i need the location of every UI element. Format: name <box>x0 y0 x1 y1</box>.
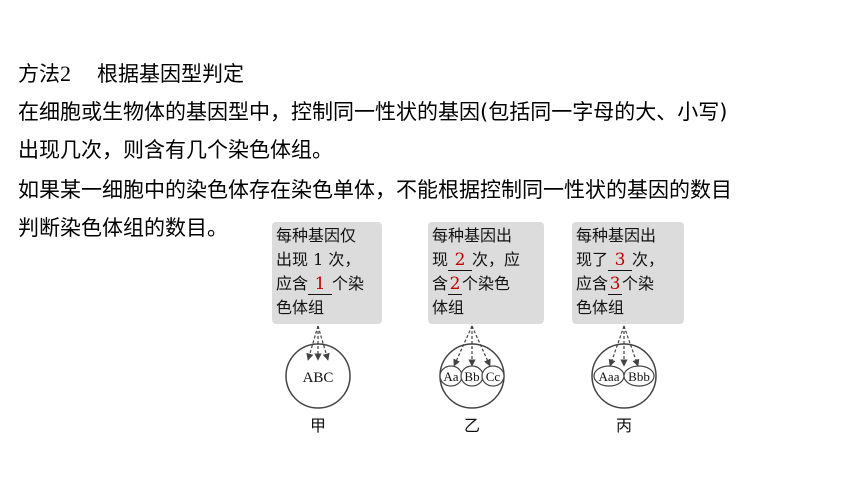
bing-cell: Aaa Bbb <box>591 325 657 409</box>
bing-caption: 丙 <box>615 416 632 435</box>
jia-cell-label: ABC <box>303 370 334 386</box>
jia-caption: 甲 <box>309 416 326 435</box>
bing-chromosome-bbb: Bbb <box>628 369 650 384</box>
bing-times-blank: 3 <box>608 250 633 271</box>
yi-chromosome-bb: Bb <box>464 369 479 384</box>
bing-box-line1: 每种基因出 <box>576 226 657 245</box>
yi-box-line4: 体组 <box>432 298 465 317</box>
jia-answer-blank: 1 <box>308 274 333 295</box>
yi-box-line3: 含2个染色 <box>432 274 511 295</box>
yi-cell: Aa Bb Cc <box>439 325 505 409</box>
paragraph1-line1: 在细胞或生物体的基因型中，控制同一性状的基因(包括同一字母的大、小写) <box>18 100 728 124</box>
bing-chromosome-aaa: Aaa <box>599 369 620 384</box>
yi-box-line1: 每种基因出 <box>432 226 513 245</box>
paragraph2-line1: 如果某一细胞中的染色体存在染色单体，不能根据控制同一性状的基因的数目 <box>18 178 732 202</box>
bing-sets-blank: 3 <box>608 274 623 295</box>
jia-box-line2: 出现 1 次， <box>276 250 361 269</box>
yi-caption: 乙 <box>463 416 480 435</box>
bing-box-line3: 应含3个染 <box>576 274 655 295</box>
jia-box-line4: 色体组 <box>276 298 325 317</box>
bing-box-line4: 色体组 <box>576 298 625 317</box>
yi-sets-blank: 2 <box>448 274 463 295</box>
yi-chromosome-aa: Aa <box>443 369 458 384</box>
jia-cell: ABC <box>285 325 351 409</box>
heading-prefix: 方法 <box>18 62 60 86</box>
yi-times-blank: 2 <box>448 250 473 271</box>
heading-number: 2 <box>60 61 71 86</box>
heading-title: 根据基因型判定 <box>97 62 244 86</box>
jia-box-line1: 每种基因仅 <box>276 226 357 245</box>
method-heading: 方法2 根据基因型判定 <box>18 60 244 88</box>
paragraph2-line2: 判断染色体组的数目。 <box>18 216 228 240</box>
yi-chromosome-cc: Cc <box>486 369 501 384</box>
paragraph1-line2: 出现几次，则含有几个染色体组。 <box>18 138 333 162</box>
